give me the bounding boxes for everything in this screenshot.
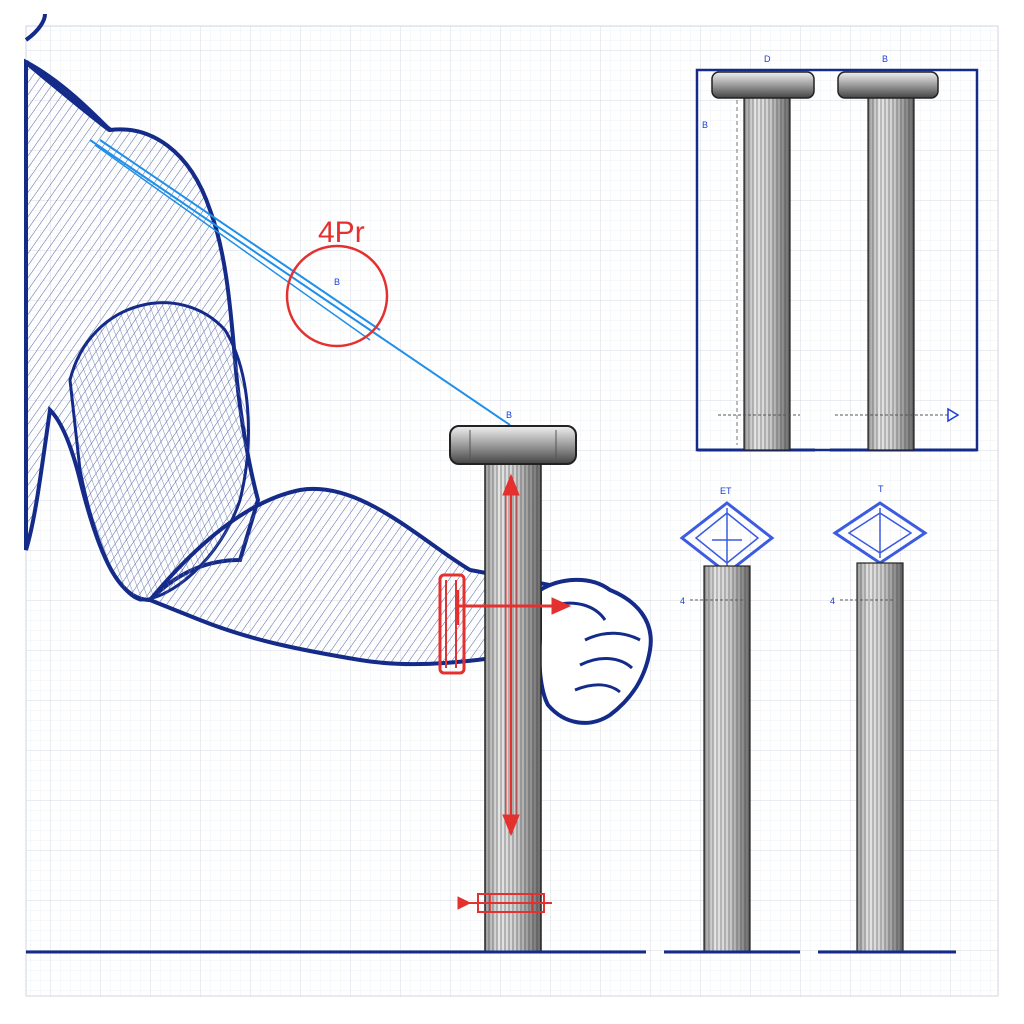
- shoulder-outline: [24, 60, 112, 132]
- panel-side-label: B: [702, 120, 708, 130]
- sight-line-3: [94, 144, 371, 341]
- lower-left-marker: 4: [680, 596, 685, 606]
- detail-panel: [695, 68, 979, 452]
- center-bar-cap: [449, 425, 577, 465]
- bar-top-label: B: [506, 410, 512, 420]
- lower-right-label: T: [878, 484, 884, 494]
- angle-label: 4Pr: [318, 216, 365, 249]
- sight-line-1: [89, 139, 511, 426]
- horizontal-force-arrow: [455, 590, 572, 625]
- panel-bar-right: [837, 71, 939, 451]
- lower-bar-left-group: [679, 501, 775, 953]
- circle-label: B: [334, 277, 340, 287]
- finger-line-1: [584, 631, 641, 642]
- bicep-muscle: [68, 301, 250, 602]
- sight-line-2: [99, 139, 381, 331]
- arm-illustration: [24, 13, 653, 725]
- panel-left-label: D: [764, 54, 771, 64]
- panel-right-label: B: [882, 54, 888, 64]
- lower-bar-right-group: [832, 501, 928, 953]
- bottom-measure: [457, 893, 552, 913]
- angle-circle: [285, 244, 389, 348]
- neck-outline: [24, 13, 47, 42]
- center-bar: [449, 425, 577, 953]
- wrist-strap: [438, 573, 466, 675]
- panel-bar-left: [711, 71, 815, 451]
- lower-left-label: ET: [720, 486, 732, 496]
- lower-right-marker: 4: [830, 596, 835, 606]
- fist: [537, 577, 653, 725]
- finger-line-3: [574, 683, 621, 694]
- finger-line-2: [579, 657, 634, 670]
- vertical-measure-arrow: [502, 473, 520, 837]
- panel-marker-arrow: [947, 407, 960, 423]
